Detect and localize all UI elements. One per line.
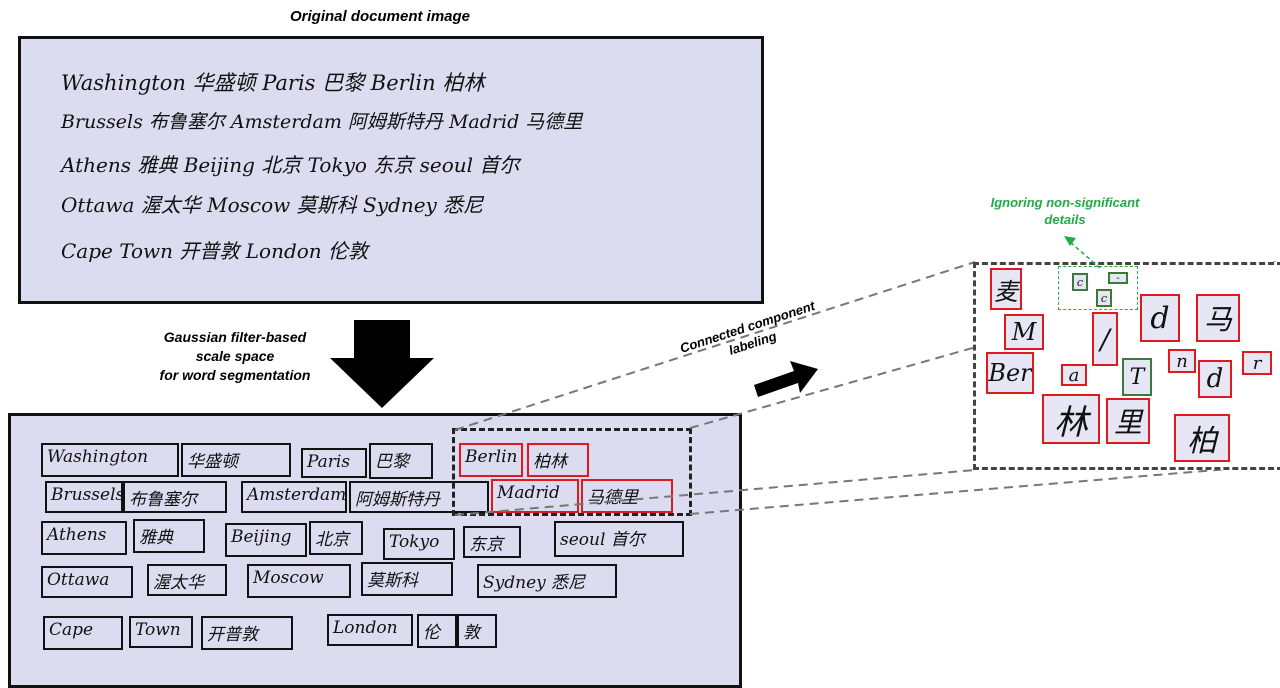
component-box: 麦 [990, 268, 1022, 310]
ignore-caption: Ignoring non-significant details [955, 194, 1175, 228]
component-box: r [1242, 351, 1272, 375]
ignore-caption-line-1: Ignoring non-significant [955, 194, 1175, 211]
component-box: 里 [1106, 398, 1150, 444]
component-box: d [1140, 294, 1180, 342]
component-box-ignored-t: T [1122, 358, 1152, 396]
component-box-ignored: c [1072, 273, 1088, 291]
ignore-caption-line-2: details [955, 211, 1175, 228]
component-box-ignored: c [1096, 289, 1112, 307]
component-box: 柏 [1174, 414, 1230, 462]
component-box: n [1168, 349, 1196, 373]
component-box: 马 [1196, 294, 1240, 342]
component-box-ignored: - [1108, 272, 1128, 284]
component-box: Ber [986, 352, 1034, 394]
component-box: M [1004, 314, 1044, 350]
component-box: 林 [1042, 394, 1100, 444]
component-box: d [1198, 360, 1232, 398]
component-box: / [1092, 312, 1118, 366]
component-box: a [1061, 364, 1087, 386]
